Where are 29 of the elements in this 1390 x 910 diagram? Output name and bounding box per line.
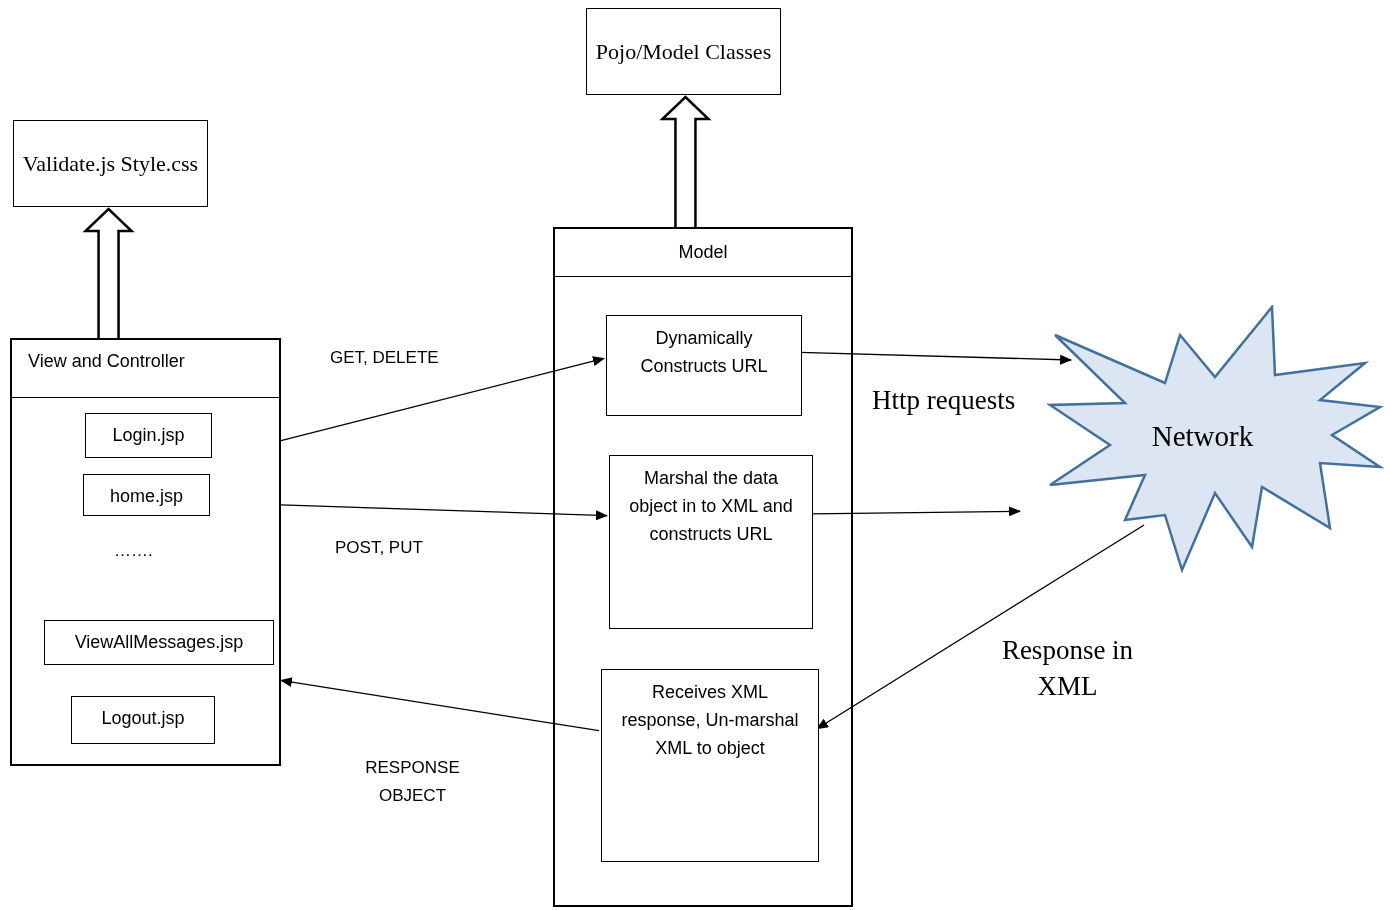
arrow [280, 356, 605, 442]
container-box [10, 338, 281, 766]
box [13, 120, 208, 207]
container-box [553, 227, 853, 907]
block-arrow [659, 95, 712, 229]
file-name: ViewAllMessages.jsp [74, 631, 244, 654]
process-box [601, 669, 819, 862]
container-heading: View and Controller [28, 350, 185, 373]
file-box [83, 474, 210, 516]
block-arrow [82, 207, 135, 340]
ellipsis-text: ……. [114, 540, 153, 562]
file-name: Login.jsp [112, 424, 185, 447]
process-text: Receives XML response, Un-marshal XML to object [620, 681, 800, 760]
file-box [44, 620, 274, 665]
process-box [609, 455, 813, 629]
file-box [85, 413, 212, 458]
process-text: Dynamically Constructs URL [639, 327, 769, 378]
arrow [280, 504, 608, 521]
file-name: home.jsp [109, 485, 183, 508]
box-text: Validate.js Style.css [22, 149, 199, 178]
arrow [280, 677, 600, 732]
starburst-text: Network [1151, 418, 1254, 454]
process-box [606, 315, 802, 416]
file-box [71, 696, 215, 744]
box [586, 8, 781, 95]
process-text: Marshal the data object in to XML and constructs URL [628, 467, 794, 546]
container-heading: Model [678, 241, 728, 264]
file-name: Logout.jsp [101, 707, 185, 730]
box-text: Pojo/Model Classes [595, 37, 772, 66]
